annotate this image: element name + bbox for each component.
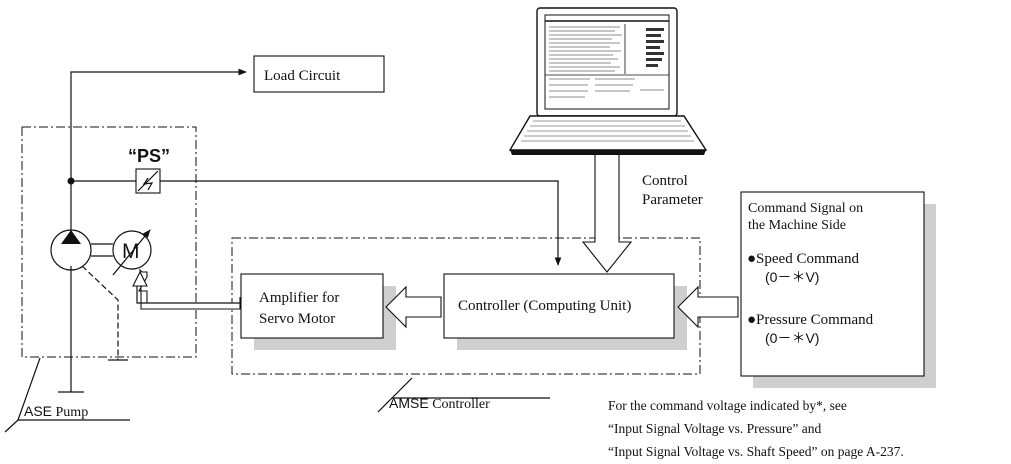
laptop-icon: [508, 7, 708, 155]
controller-label: Controller (Computing Unit): [458, 298, 631, 314]
ase-label-prefix: ASE: [24, 403, 52, 419]
note-line1: For the command voltage indicated by*, s…: [608, 398, 847, 413]
keyboard-keys: [521, 120, 694, 142]
screen-table-lines: [549, 26, 664, 98]
amplifier-label-line1: Amplifier for: [259, 290, 339, 306]
drain-line: [81, 265, 119, 360]
note-line3: “Input Signal Voltage vs. Shaft Speed” o…: [608, 444, 904, 459]
command-title-line2: the Machine Side: [748, 218, 846, 233]
ps-sensor-diagonal: [137, 170, 159, 192]
control-parameter-line2: Parameter: [642, 192, 703, 208]
controller-box: [443, 273, 675, 339]
amse-label-prefix: AMSE: [389, 395, 429, 411]
ase-pump-leader: [4, 419, 130, 433]
pressure-command-label: ●Pressure Command: [747, 312, 874, 328]
pump-motor: M: [50, 229, 152, 276]
ase-label-suffix: Pump: [52, 405, 88, 420]
laptop-base-edge: [510, 150, 706, 155]
motor-label: M: [122, 240, 140, 263]
command-title-line1: Command Signal on: [748, 201, 863, 216]
load-circuit-box: [253, 55, 385, 93]
amse-label-suffix: Controller: [429, 397, 490, 412]
command-to-controller-arrow: [677, 285, 739, 329]
motor-symbol: [112, 230, 152, 270]
amplifier-box: [240, 273, 384, 339]
load-circuit-label: Load Circuit: [264, 68, 341, 84]
pump-direction-triangle: [61, 230, 81, 244]
amse-controller-label: AMSE Controller: [389, 395, 490, 412]
variable-speed-arrow: [112, 229, 151, 276]
amplifier-to-motor-arrow-head: [132, 270, 148, 287]
speed-command-label: ●Speed Command: [747, 251, 859, 267]
ase-pump-enclosure: [21, 126, 197, 358]
load-circuit: Load Circuit: [253, 55, 385, 93]
ps-sensor-lightning: [142, 177, 154, 191]
pressure-feedback-line: [160, 180, 562, 266]
amse-pointer: [391, 377, 413, 399]
control-parameter-line1: Control: [642, 173, 688, 189]
parameter-to-controller-arrow: [581, 153, 633, 273]
ase-pump-pointer: [17, 357, 41, 421]
ase-pump-label: ASE Pump: [24, 403, 88, 420]
amplifier-label-line2: Servo Motor: [259, 311, 335, 327]
controller-to-amplifier-arrow: [385, 285, 442, 329]
pressure-command-range: (0－＊V): [765, 330, 819, 346]
note-line2: “Input Signal Voltage vs. Pressure” and: [608, 421, 821, 436]
ps-label: “PS”: [128, 146, 170, 166]
speed-command-range: (0－＊V): [765, 269, 819, 285]
screen-bars: [646, 28, 664, 67]
amplifier-to-motor-arrow-edge: [136, 285, 240, 304]
command-signal-box: [740, 191, 925, 377]
